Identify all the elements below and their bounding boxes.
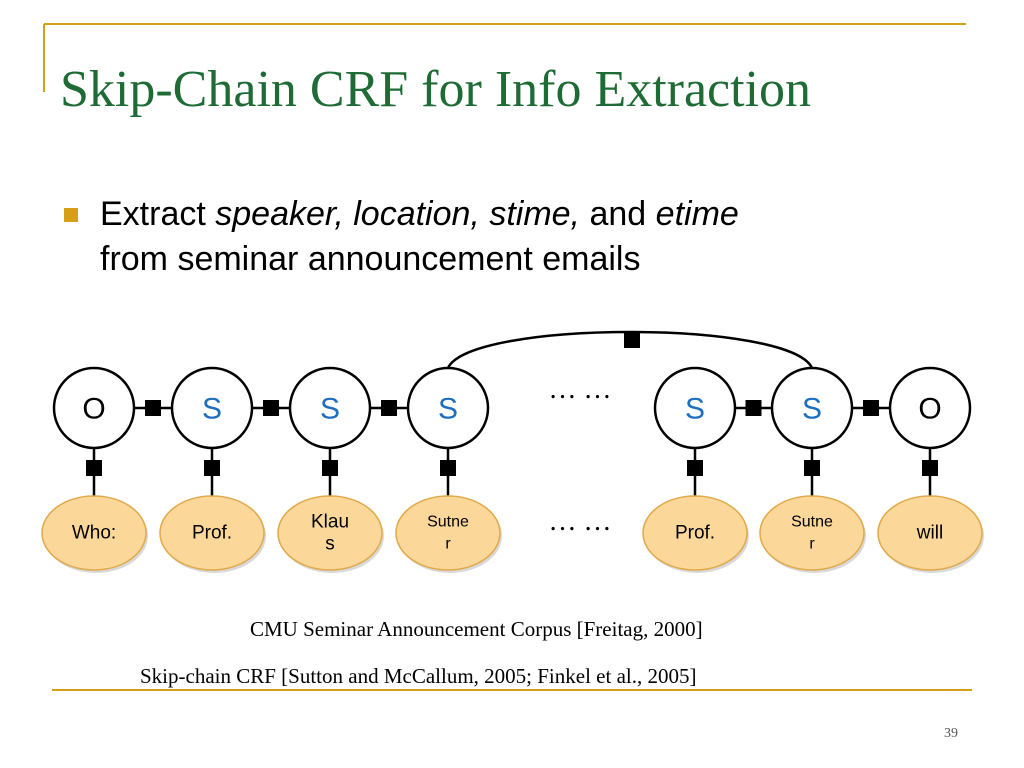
term-stime: stime, — [489, 195, 581, 233]
word-node-shape — [759, 495, 865, 571]
word-node-shape — [642, 495, 748, 571]
label-node-text: S — [685, 393, 705, 426]
ellipsis-top: … … — [549, 374, 612, 405]
label-node: S — [406, 366, 490, 450]
word-node: Sutne r — [395, 495, 502, 573]
label-node: O — [52, 366, 136, 450]
skip-factor — [624, 332, 640, 348]
bullet-square-icon — [64, 208, 78, 222]
label-node-text: S — [320, 393, 340, 426]
bullet-prefix: Extract — [100, 195, 216, 233]
observation-factor — [440, 460, 456, 476]
label-node-text: O — [918, 393, 941, 426]
word-node: Who: — [41, 495, 148, 573]
bullet-line-2: from seminar announcement emails — [100, 240, 641, 278]
citation-corpus: CMU Seminar Announcement Corpus [Freitag… — [250, 617, 703, 641]
word-node: Prof. — [642, 495, 749, 573]
factors — [86, 332, 938, 476]
word-node: Sutne r — [759, 495, 866, 573]
term-speaker: speaker, — [215, 195, 344, 233]
observation-factor — [922, 460, 938, 476]
label-node-circle — [770, 366, 854, 450]
chain-factor — [145, 400, 161, 416]
label-node: S — [170, 366, 254, 450]
label-node-circle — [170, 366, 254, 450]
word-node-label: Sutne — [427, 514, 469, 531]
label-node-text: S — [438, 393, 458, 426]
word-node-label: Prof. — [675, 523, 715, 544]
word-node-label: Sutne — [791, 514, 833, 531]
word-node-label: Klau — [311, 512, 349, 533]
word-node-shape — [877, 495, 983, 571]
word-node-shape — [41, 495, 147, 571]
label-node-text: S — [802, 393, 822, 426]
ellipsis-bottom: … … — [549, 506, 612, 537]
word-node: Prof. — [159, 495, 266, 573]
word-node-shape — [277, 495, 383, 571]
page-number: 39 — [944, 726, 958, 741]
label-node-text: S — [202, 393, 222, 426]
chain-factor — [745, 400, 762, 416]
label-node: S — [770, 366, 854, 450]
word-node-label: Prof. — [192, 523, 232, 544]
term-location: location, — [353, 195, 480, 233]
word-node-shape — [159, 495, 265, 571]
label-node-circle — [406, 366, 490, 450]
chain-factor — [263, 400, 279, 416]
label-node: S — [653, 366, 737, 450]
label-node-circle — [653, 366, 737, 450]
word-node-shape — [395, 495, 501, 571]
chain-factor — [863, 400, 879, 416]
slide-title: Skip-Chain CRF for Info Extraction — [60, 61, 812, 118]
label-node-text: O — [82, 393, 105, 426]
word-node: will — [877, 495, 984, 573]
word-node-label: r — [809, 536, 815, 553]
bullet-line-1: Extract speaker, location, stime, and et… — [100, 192, 739, 237]
bullet-and: and — [589, 195, 647, 233]
citation-skip-chain: Skip-chain CRF [Sutton and McCallum, 200… — [140, 664, 697, 688]
term-etime: etime — [655, 195, 739, 233]
label-node-circle — [888, 366, 972, 450]
word-node-label: r — [445, 536, 451, 553]
word-node-label: s — [325, 534, 335, 555]
label-node: S — [288, 366, 372, 450]
label-node: O — [888, 366, 972, 450]
observation-factor — [204, 460, 220, 476]
observation-factor — [804, 460, 820, 476]
observation-factor — [86, 460, 102, 476]
chain-factor — [381, 400, 397, 416]
label-node-circle — [288, 366, 372, 450]
label-node-circle — [52, 366, 136, 450]
observation-factor — [687, 460, 703, 476]
word-node-label: Who: — [72, 523, 116, 544]
observation-factor — [322, 460, 338, 476]
word-node-label: will — [916, 523, 943, 544]
bullet-text: Extract speaker, location, stime, and et… — [100, 192, 739, 282]
